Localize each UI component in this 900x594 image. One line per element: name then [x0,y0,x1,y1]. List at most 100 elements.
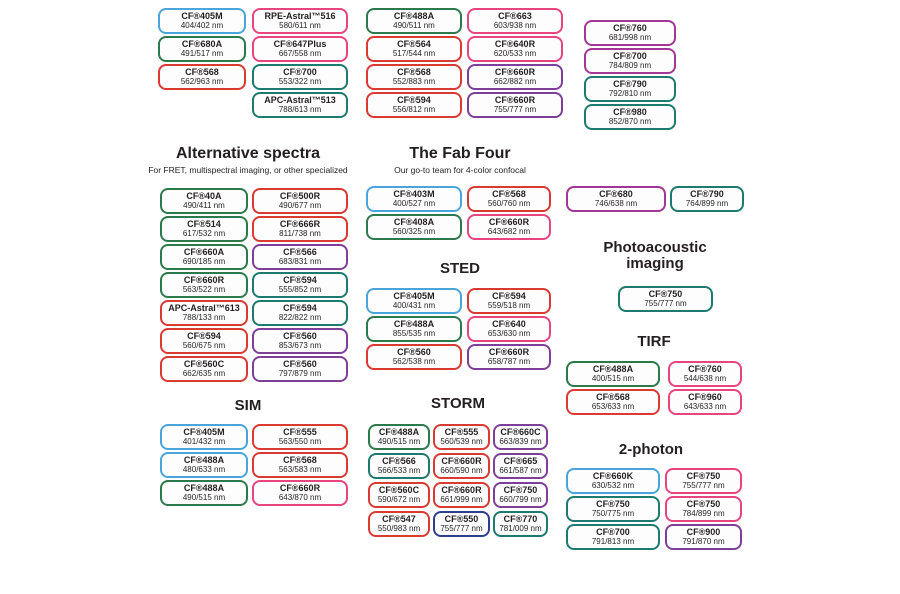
dye-name: CF®594 [187,330,221,341]
photoacoustic-title-line1: Photoacoustic [603,239,707,256]
dye-name: CF®403M [393,188,435,199]
dye-excitation-emission: 603/938 nm [493,20,537,30]
two-photon-column-2: CF®750 755/777 nm CF®750 784/899 nm CF®9… [665,468,742,552]
dye-excitation-emission: 566/533 nm [377,465,421,475]
dye-name: RPE-Astral™516 [264,10,336,21]
dye-box: CF®568 653/633 nm [566,389,660,415]
section-photoacoustic-header: Photoacoustic imaging [580,240,730,272]
dye-excitation-emission: 617/532 nm [182,228,226,238]
dye-excitation-emission: 490/515 nm [182,492,226,502]
dye-box: CF®900 791/870 nm [665,524,742,550]
dye-excitation-emission: 811/738 nm [279,228,321,238]
dye-excitation-emission: 490/677 nm [278,200,322,210]
dye-box: CF®660R 658/787 nm [467,344,551,370]
dye-name: CF®660R [441,455,482,466]
dye-box: CF®700 553/322 nm [252,64,348,90]
dye-excitation-emission: 490/511 nm [393,20,435,30]
dye-excitation-emission: 400/515 nm [591,373,635,383]
dye-name: CF®750 [648,288,683,299]
dye-box: CF®660R 661/999 nm [433,482,490,508]
dye-box: CF®647Plus 667/558 nm [252,36,348,62]
dye-box: CF®568 562/963 nm [158,64,246,90]
dye-box: CF®594 556/812 nm [366,92,462,118]
dye-excitation-emission: 560/760 nm [487,198,531,208]
fab-four-column-1: CF®403M 400/527 nm CF®408A 560/325 nm [366,186,462,242]
dye-excitation-emission: 590/672 nm [377,494,421,504]
dye-name: CF®568 [185,66,219,77]
tirf-title: TIRF [637,333,671,350]
dye-name: CF®680 [599,188,633,199]
fab-four-subtitle: Our go-to team for 4-color confocal [394,164,526,175]
top-column-1: CF®405M 404/402 nm CF®680A 491/517 nm CF… [158,8,246,92]
dye-excitation-emission: 560/675 nm [182,340,226,350]
dye-name: APC-Astral™513 [264,94,336,105]
dye-excitation-emission: 791/870 nm [682,536,725,546]
dye-box: CF®405M 404/402 nm [158,8,246,34]
dye-name: CF®700 [283,66,317,77]
storm-column-2: CF®555 560/539 nm CF®660R 660/590 nm CF®… [433,424,490,540]
dye-box: CF®560C 590/672 nm [368,482,430,508]
dye-excitation-emission: 667/558 nm [278,48,322,58]
dye-excitation-emission: 852/870 nm [608,116,652,126]
dye-name: CF®900 [686,526,721,537]
top-column-5: CF®760 681/998 nm CF®700 784/809 nm CF®7… [584,20,676,132]
dye-excitation-emission: 544/638 nm [683,373,727,383]
dye-name: CF®660C [500,426,541,437]
dye-box: CF®665 661/587 nm [493,453,548,479]
dye-box: CF®660A 690/185 nm [160,244,248,270]
dye-excitation-emission: 788/613 nm [278,104,322,114]
dye-excitation-emission: 764/899 nm [685,198,729,208]
dye-excitation-emission: 662/882 nm [493,76,537,86]
dye-box: CF®488A 400/515 nm [566,361,660,387]
dye-box: CF®760 681/998 nm [584,20,676,46]
dye-excitation-emission: 490/515 nm [377,436,421,446]
section-sim-header: SIM [140,398,356,414]
dye-name: CF®488A [183,482,225,493]
dye-excitation-emission: 683/831 nm [278,256,322,266]
fab-four-column-2: CF®568 560/760 nm CF®660R 643/682 nm [467,186,551,242]
dye-excitation-emission: 556/812 nm [392,104,436,114]
dye-name: CF®750 [686,470,721,481]
alternative-spectra-title: Alternative spectra [175,145,321,162]
dye-name: CF®700 [613,50,647,61]
top-column-2: RPE-Astral™516 580/611 nm CF®647Plus 667… [252,8,348,120]
dye-box: CF®547 550/983 nm [368,511,430,537]
sim-column-2: CF®555 563/550 nm CF®568 563/583 nm CF®6… [252,424,348,508]
dye-box: APC-Astral™613 788/133 nm [160,300,248,326]
dye-excitation-emission: 643/633 nm [683,401,727,411]
dye-excitation-emission: 559/518 nm [487,300,531,310]
dye-name: CF®560 [283,330,317,341]
dye-name: CF®760 [688,363,722,374]
dye-box: CF®594 822/822 nm [252,300,348,326]
dye-box: CF®750 784/899 nm [665,496,742,522]
dye-box: CF®770 781/009 nm [493,511,548,537]
dye-box: CF®408A 560/325 nm [366,214,462,240]
dye-name: CF®405M [181,10,223,21]
dye-excitation-emission: 620/533 nm [493,48,537,58]
dye-name: CF®550 [444,513,479,524]
two-photon-column-1: CF®660K 630/532 nm CF®750 750/775 nm CF®… [566,468,660,552]
tirf-column-2: CF®760 544/638 nm CF®960 643/633 nm [668,361,742,417]
dye-name: CF®555 [444,426,479,437]
section-tirf-header: TIRF [566,334,742,350]
dye-excitation-emission: 781/009 nm [499,523,542,533]
dye-excitation-emission: 563/522 nm [182,284,226,294]
dye-excitation-emission: 755/777 nm [644,298,687,308]
dye-box: CF®555 560/539 nm [433,424,490,450]
dye-box: CF®550 755/777 nm [433,511,490,537]
dye-name: CF®566 [283,246,317,257]
dye-box: CF®488A 490/515 nm [368,424,430,450]
fab-four-title: The Fab Four [409,145,511,162]
dye-box: CF®790 792/810 nm [584,76,676,102]
photoacoustic-title-line2: imaging [626,254,684,272]
dye-name: CF®750 [596,498,630,509]
dye-box: CF®488A 480/633 nm [160,452,248,478]
dye-name: CF®640 [492,318,526,329]
dye-excitation-emission: 784/899 nm [682,508,725,518]
dye-box: CF®660R 755/777 nm [467,92,563,118]
dye-name: CF®980 [613,106,647,117]
dye-box: CF®40A 490/411 nm [160,188,248,214]
dye-excitation-emission: 560/325 nm [392,226,436,236]
dye-box: CF®488A 855/535 nm [366,316,462,342]
dye-box: CF®568 552/883 nm [366,64,462,90]
